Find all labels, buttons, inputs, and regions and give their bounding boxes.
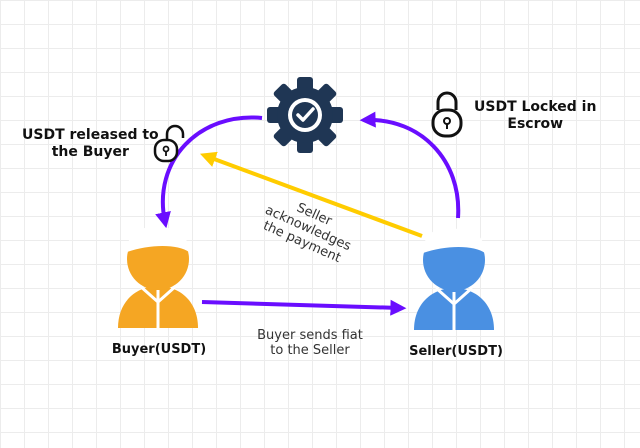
- fiat-label: Buyer sends fiat to the Seller: [246, 328, 374, 358]
- fiat-label-line-1: Buyer sends fiat: [257, 328, 363, 343]
- fiat-label-line-2: to the Seller: [270, 343, 350, 358]
- unlocked-padlock-icon: [153, 124, 185, 163]
- locked-label: USDT Locked in Escrow: [474, 99, 596, 133]
- buyer-person-icon: [118, 227, 198, 328]
- released-label: USDT released to the Buyer: [22, 127, 159, 161]
- arrow-seller-to-escrow: [359, 111, 461, 219]
- gear-check-icon: [267, 77, 343, 153]
- seller-person-icon: [414, 228, 494, 330]
- arrow-escrow-to-buyer: [155, 115, 263, 229]
- released-label-line-2: the Buyer: [51, 144, 129, 160]
- seller-label: Seller(USDT): [409, 344, 503, 359]
- locked-padlock-icon: [431, 91, 463, 138]
- buyer-label: Buyer(USDT): [111, 342, 207, 357]
- arrow-seller-to-released: [199, 151, 423, 238]
- locked-label-line-2: Escrow: [507, 116, 564, 132]
- released-label-line-1: USDT released to: [22, 127, 159, 143]
- locked-label-line-1: USDT Locked in: [474, 99, 597, 115]
- arrow-buyer-to-seller: [201, 299, 407, 316]
